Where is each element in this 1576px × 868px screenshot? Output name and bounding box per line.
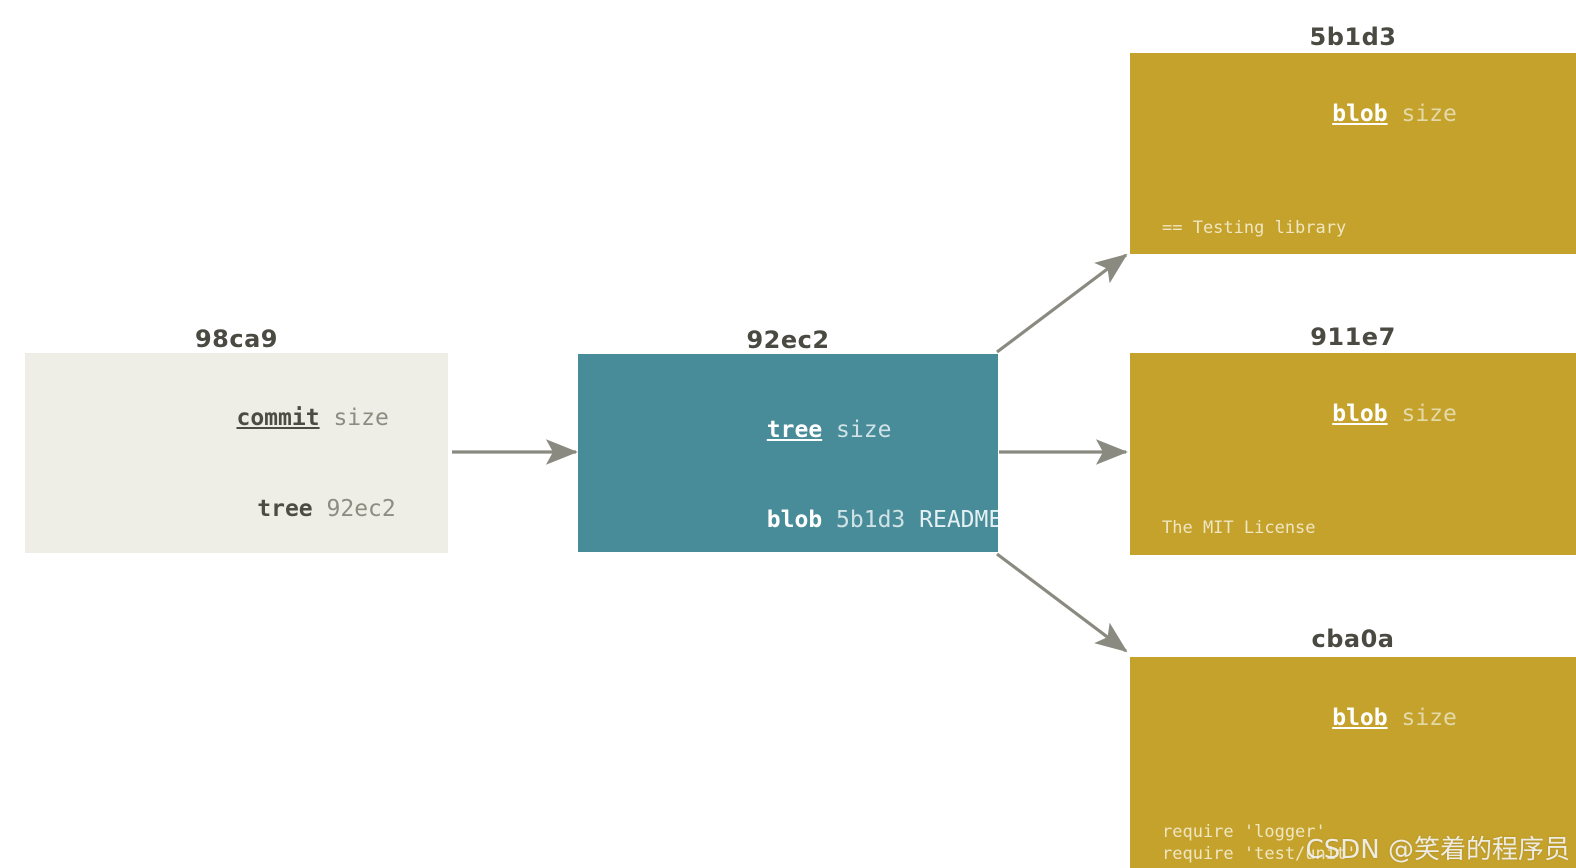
tree-entry-hash: 5b1d3 [836, 506, 906, 533]
commit-field-value-text: size [333, 405, 389, 432]
tree-entry-hash: size [836, 416, 892, 443]
blob-node-cba0a[interactable]: blob size require 'logger' require 'test… [1130, 657, 1576, 868]
blob-size-label: size [1401, 401, 1457, 427]
blob-header: blob size [1130, 375, 1576, 453]
tree-entry-name: README [919, 506, 998, 533]
blob-type-label: blob [1332, 101, 1388, 127]
blob-content-para: require 'logger' require 'test/unit' [1162, 822, 1357, 865]
blob-node-title-5b1d3: 5b1d3 [1309, 23, 1397, 51]
blob-content-para: The MIT License [1162, 518, 1316, 539]
commit-node[interactable]: commit size tree 92ec2 author Scott comm… [25, 353, 448, 553]
tree-node-title: 92ec2 [746, 326, 830, 354]
blob-type-label: blob [1332, 705, 1388, 731]
blob-content: == Testing library This library is used … [1130, 173, 1576, 254]
tree-entry-type: blob [766, 506, 823, 533]
commit-field-value-text: 92ec2 [326, 496, 396, 523]
commit-field-key: commit [236, 405, 320, 432]
blob-size-label: size [1401, 705, 1457, 731]
csdn-watermark: CSDN @笑着的程序员 [1305, 835, 1570, 865]
commit-field-row: commit size [25, 373, 448, 464]
blob-header: blob size [1130, 679, 1576, 757]
blob-node-911e7[interactable]: blob size The MIT License Copyright (c) … [1130, 353, 1576, 555]
arrow-tree-to-blob-5b1d3 [996, 253, 1128, 354]
blob-content: The MIT License Copyright (c) 2008 Scott… [1130, 473, 1576, 555]
blob-node-title-cba0a: cba0a [1311, 625, 1395, 653]
tree-entries: tree size blob 5b1d3 README blob 911e7 L… [578, 386, 998, 552]
commit-node-title: 98ca9 [194, 325, 279, 353]
commit-field-key: tree [257, 496, 313, 523]
tree-node[interactable]: tree size blob 5b1d3 README blob 911e7 L… [578, 354, 998, 552]
blob-node-5b1d3[interactable]: blob size == Testing library This librar… [1130, 53, 1576, 254]
blob-header: blob size [1130, 75, 1576, 153]
arrow-tree-to-blob-cba0a [996, 552, 1128, 653]
tree-entry: tree size [656, 386, 998, 476]
commit-field-value [320, 405, 334, 431]
blob-content: require 'logger' require 'test/unit' cla… [1130, 777, 1576, 868]
tree-entry: blob 5b1d3 README [656, 476, 998, 552]
tree-entry-type: tree [766, 416, 823, 443]
blob-node-title-911e7: 911e7 [1310, 323, 1396, 351]
blob-size-label: size [1401, 101, 1457, 127]
commit-fields: commit size tree 92ec2 author Scott comm… [25, 373, 448, 553]
blob-type-label: blob [1332, 401, 1388, 427]
blob-content-para: == Testing library [1162, 218, 1347, 239]
commit-field-row: tree 92ec2 [25, 464, 448, 553]
